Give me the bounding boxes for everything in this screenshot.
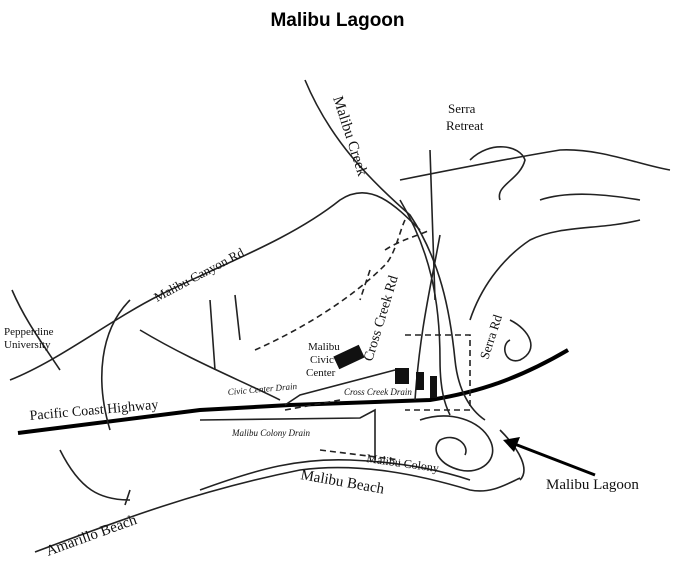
lagoon-arrow [511,441,596,477]
building [333,344,365,370]
road [139,329,281,401]
dashed-road [254,219,431,351]
label-retreat: Retreat [446,118,484,133]
malibu-creek [304,79,486,421]
label-civic: Civic [310,354,334,366]
label-civic-center-drain: Civic Center Drain [227,381,298,397]
lagoon-shape [419,415,525,481]
label-malibu-lagoon: Malibu Lagoon [546,477,639,493]
label-malibu-colony: Malibu Colony [366,451,440,475]
lagoon-shape [504,319,532,362]
building [395,368,409,384]
label-amarillo-beach: Amarillo Beach [44,512,140,560]
label-serra: Serra [448,101,476,116]
label-serra-rd: Serra Rd [477,312,506,361]
building [430,376,437,398]
road [101,299,131,431]
malibu-canyon-rd [9,191,421,381]
label-malibu: Malibu [308,341,340,353]
label-cross-creek-rd: Cross Creek Rd [361,274,401,363]
pacific-coast-highway [17,348,570,435]
beach-edge [199,458,471,491]
label-cross-creek-drain: Cross Creek Drain [344,387,412,397]
serra-rd [469,219,641,321]
label-pch: Pacific Coast Highway [29,398,159,424]
label-malibu-beach: Malibu Beach [299,467,386,498]
serra-retreat-road [469,146,641,201]
dashed-colony [319,449,401,461]
malibu-colony-drain [199,408,376,460]
coastline [34,466,521,553]
road [209,294,241,371]
road [59,449,131,506]
arrowhead-icon [503,437,520,452]
dashed-road [405,334,471,411]
label-university: University [4,339,51,351]
label-pepperdine: Pepperdine [4,326,54,338]
label-colony-drain: Malibu Colony Drain [231,428,310,438]
map-title: Malibu Lagoon [270,10,405,31]
label-center: Center [306,367,336,379]
road [399,149,671,301]
building [416,372,424,390]
road [11,289,61,371]
label-malibu-canyon-rd: Malibu Canyon Rd [151,244,246,304]
civic-center-drain [284,369,396,406]
